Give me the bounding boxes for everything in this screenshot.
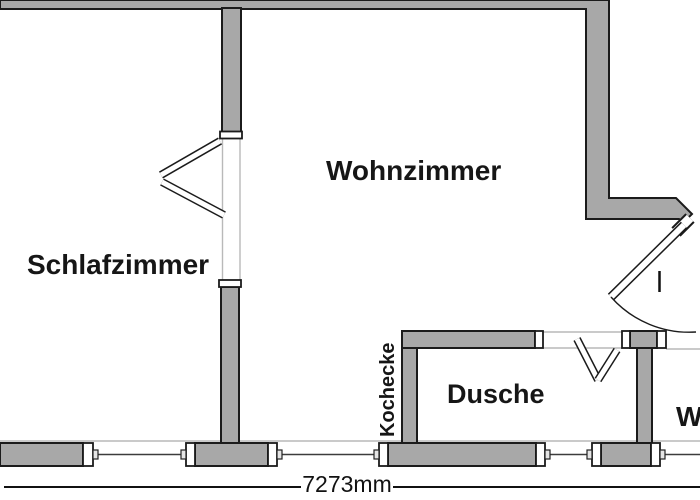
entrance-door-arc [610, 296, 697, 333]
nub-4 [373, 449, 380, 460]
dimension-label: 7273mm [302, 471, 391, 497]
jamb-window2-right [535, 442, 546, 467]
jamb-window1-right [82, 442, 94, 467]
entrance-door [607, 213, 697, 333]
window-entrance [600, 442, 652, 467]
nub-2 [180, 449, 187, 460]
window-dusche [387, 442, 537, 467]
jamb-window3-right [650, 442, 661, 467]
nub-7 [659, 449, 666, 460]
nub-6 [586, 449, 593, 460]
dimension: 7273mm [4, 471, 700, 497]
jamb-entrance-right [656, 330, 667, 349]
jamb-dusche-doorway-right [621, 330, 631, 349]
window-nubs [92, 449, 666, 460]
jamb-base-left [185, 442, 196, 467]
jamb-window3-left [591, 442, 602, 467]
window-schlafzimmer [0, 442, 84, 467]
wall-entrance-top [629, 330, 658, 349]
jamb-dusche-doorway-left [534, 330, 544, 349]
jamb-stub-cap [219, 130, 243, 140]
wall-stub-top [221, 7, 242, 134]
jamb-base-right [267, 442, 278, 467]
room-label-wc: W [676, 401, 700, 432]
jamb-partition-cap [218, 279, 242, 288]
nub-1 [92, 449, 99, 460]
jambs [82, 130, 667, 467]
room-label-wohnzimmer: Wohnzimmer [326, 155, 501, 186]
wall-dusche-top [401, 330, 536, 349]
jamb-window2-left [378, 442, 389, 467]
wall-partition-base [194, 442, 269, 467]
wall-partition-middle [220, 286, 240, 445]
thin-guide-lines [0, 139, 700, 442]
folding-door-schlafzimmer [159, 137, 226, 219]
wall-wc-divider [636, 347, 653, 445]
nub-5 [544, 449, 551, 460]
folding-door-dusche [573, 337, 621, 383]
room-label-kochecke: Kochecke [377, 343, 399, 438]
room-label-dusche: Dusche [447, 379, 545, 409]
room-label-schlafzimmer: Schlafzimmer [27, 249, 209, 280]
nub-3 [276, 449, 283, 460]
